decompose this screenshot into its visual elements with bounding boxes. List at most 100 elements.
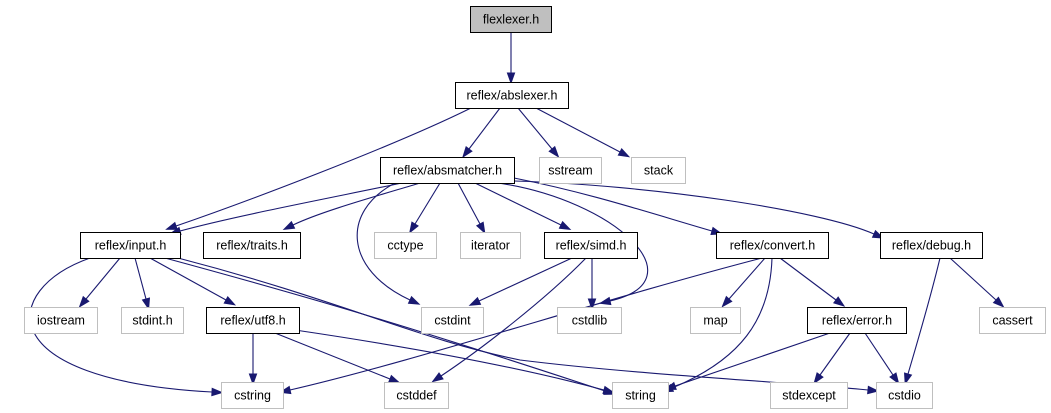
edge-debug-to-cassert xyxy=(949,257,1005,308)
node-flexlexer[interactable]: flexlexer.h xyxy=(470,6,552,33)
node-cstdint: cstdint xyxy=(421,307,484,334)
node-error[interactable]: reflex/error.h xyxy=(807,307,907,334)
node-label: stack xyxy=(644,164,674,178)
node-box xyxy=(470,6,552,33)
edge-line xyxy=(478,257,573,302)
node-box xyxy=(876,382,933,409)
node-label: cctype xyxy=(387,239,423,253)
edge-input-to-iostream xyxy=(78,257,121,308)
nodes-layer: flexlexer.h reflex/abslexer.h reflex/absma… xyxy=(24,6,1046,409)
node-utf8[interactable]: reflex/utf8.h xyxy=(206,307,300,334)
node-simd[interactable]: reflex/simd.h xyxy=(544,232,638,259)
node-cstdio: cstdio xyxy=(876,382,933,409)
node-label: reflex/convert.h xyxy=(730,239,816,253)
node-label: cstdint xyxy=(434,314,471,328)
node-cassert: cassert xyxy=(979,307,1046,334)
edge-line xyxy=(535,107,621,153)
node-abslexer[interactable]: reflex/abslexer.h xyxy=(455,82,569,109)
arrow-head-icon xyxy=(468,296,482,306)
node-label: cassert xyxy=(992,314,1033,328)
node-box xyxy=(631,157,686,184)
node-box xyxy=(690,307,741,334)
edge-line xyxy=(289,257,763,391)
node-iterator: iterator xyxy=(460,232,521,259)
node-box xyxy=(770,382,848,409)
edge-utf8-to-cstddef xyxy=(274,332,401,384)
node-label: cstring xyxy=(234,389,271,403)
node-label: cstddef xyxy=(396,389,437,403)
edge-line xyxy=(674,332,831,387)
node-label: reflex/abslexer.h xyxy=(466,89,557,103)
node-box xyxy=(384,382,449,409)
edge-line xyxy=(864,332,894,376)
edge-line xyxy=(356,182,411,301)
arrow-head-icon xyxy=(248,373,258,386)
node-label: reflex/traits.h xyxy=(216,239,288,253)
node-convert[interactable]: reflex/convert.h xyxy=(716,232,829,259)
node-cstring: cstring xyxy=(221,382,284,409)
edge-line xyxy=(728,257,766,300)
node-box xyxy=(221,382,284,409)
edge-simd-to-cstdlib xyxy=(587,258,597,311)
arrow-head-icon xyxy=(721,295,733,308)
node-label: flexlexer.h xyxy=(483,13,539,27)
node-box xyxy=(24,307,98,334)
edge-line xyxy=(440,257,587,377)
node-map: map xyxy=(690,307,741,334)
node-box xyxy=(121,307,184,334)
node-label: reflex/input.h xyxy=(95,239,167,253)
edge-line xyxy=(468,107,501,150)
edge-absmatcher-to-traits xyxy=(282,182,421,230)
edge-error-to-stdexcept xyxy=(813,332,851,385)
node-box xyxy=(421,307,484,334)
node-cctype: cctype xyxy=(374,232,437,259)
node-box xyxy=(206,307,300,334)
edge-line xyxy=(149,257,227,301)
node-traits[interactable]: reflex/traits.h xyxy=(203,232,301,259)
node-box xyxy=(455,82,569,109)
edge-line xyxy=(175,107,472,227)
edge-abslexer-to-absmatcher xyxy=(462,107,501,159)
edge-convert-to-cstring xyxy=(278,257,763,395)
node-box xyxy=(544,232,638,259)
node-absmatcher[interactable]: reflex/absmatcher.h xyxy=(380,157,515,184)
node-stdexcept: stdexcept xyxy=(770,382,848,409)
arrow-head-icon xyxy=(587,298,597,311)
node-box xyxy=(80,232,181,259)
arrow-head-icon xyxy=(407,295,421,305)
edge-line xyxy=(907,257,941,375)
node-label: map xyxy=(703,314,727,328)
node-box xyxy=(880,232,983,259)
node-stack: stack xyxy=(631,157,686,184)
edge-line xyxy=(179,182,403,232)
node-label: reflex/error.h xyxy=(822,314,892,328)
edge-absmatcher-to-convert xyxy=(513,177,724,236)
node-input[interactable]: reflex/input.h xyxy=(80,232,181,259)
node-label: reflex/absmatcher.h xyxy=(393,164,502,178)
arrow-head-icon xyxy=(141,297,151,311)
edge-line xyxy=(457,182,481,225)
node-label: iostream xyxy=(37,314,85,328)
edge-convert-to-error xyxy=(779,257,846,307)
node-label: reflex/simd.h xyxy=(556,239,627,253)
edge-line xyxy=(134,257,147,300)
edge-line xyxy=(671,257,773,389)
edge-line xyxy=(474,182,562,226)
arrow-head-icon xyxy=(889,372,900,385)
arrow-head-icon xyxy=(431,372,444,383)
arrow-head-icon xyxy=(992,296,1005,308)
edge-line xyxy=(513,177,713,232)
arrow-head-icon xyxy=(211,387,224,397)
edge-simd-to-cstddef xyxy=(431,257,587,383)
node-debug[interactable]: reflex/debug.h xyxy=(880,232,983,259)
arrow-head-icon xyxy=(223,295,237,306)
node-box xyxy=(374,232,437,259)
node-box xyxy=(979,307,1046,334)
edge-line xyxy=(517,107,553,150)
arrow-head-icon xyxy=(409,221,419,234)
edge-line xyxy=(85,257,121,300)
arrow-head-icon xyxy=(904,372,913,386)
node-sstream: sstream xyxy=(539,157,602,184)
node-box xyxy=(807,307,907,334)
node-box xyxy=(557,307,622,334)
